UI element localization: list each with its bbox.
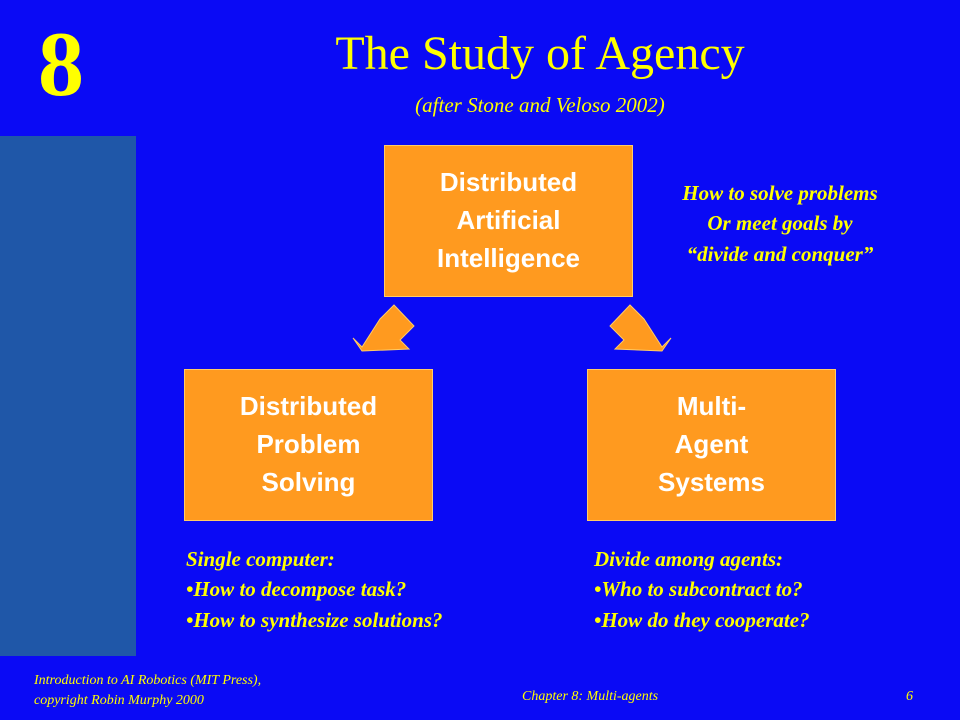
- slide-subtitle: (after Stone and Veloso 2002): [415, 93, 665, 117]
- note-line: How to solve problems: [682, 181, 878, 205]
- note-line: •How do they cooperate?: [594, 607, 810, 632]
- box-multi-agent-systems: Multi- Agent Systems: [587, 369, 836, 521]
- arrow-down-right-icon: [609, 304, 672, 352]
- page-number: 6: [906, 689, 913, 704]
- note-line: Or meet goals by: [707, 211, 853, 236]
- footer-chapter: Chapter 8: Multi-agents: [522, 689, 659, 704]
- box-line: Distributed: [239, 391, 378, 422]
- box-line: Distributed: [439, 167, 578, 198]
- note-divide-and-conquer: How to solve problems Or meet goals by “…: [640, 178, 920, 269]
- note-line: “divide and conquer”: [686, 241, 874, 266]
- slide-title: The Study of Agency: [335, 27, 745, 80]
- chapter-number: 8: [38, 13, 84, 115]
- box-line: Artificial: [456, 205, 561, 236]
- box-line: Intelligence: [436, 242, 581, 273]
- box-distributed-problem-solving: Distributed Problem Solving: [184, 369, 433, 521]
- note-line: •Who to subcontract to?: [594, 577, 803, 602]
- note-line: •How to decompose task?: [186, 577, 407, 602]
- box-line: Systems: [658, 466, 765, 497]
- note-line: •How to synthesize solutions?: [186, 607, 443, 632]
- box-line: Multi-: [676, 391, 747, 422]
- note-line: Divide among agents:: [594, 547, 783, 571]
- note-single-computer: Single computer: •How to decompose task?…: [186, 544, 566, 635]
- box-line: Problem: [256, 429, 361, 460]
- footer-source: Introduction to AI Robotics (MIT Press),…: [34, 671, 261, 710]
- arrow-down-left-icon: [352, 304, 415, 352]
- sidebar-panel: [0, 136, 136, 656]
- box-line: Agent: [674, 429, 749, 460]
- footer-line: Introduction to AI Robotics (MIT Press),: [34, 673, 262, 688]
- box-line: Solving: [261, 466, 356, 497]
- note-divide-among-agents: Divide among agents: •Who to subcontract…: [594, 544, 934, 635]
- footer-line: copyright Robin Murphy 2000: [34, 692, 204, 708]
- box-distributed-ai: Distributed Artificial Intelligence: [384, 145, 633, 297]
- note-line: Single computer:: [186, 547, 335, 571]
